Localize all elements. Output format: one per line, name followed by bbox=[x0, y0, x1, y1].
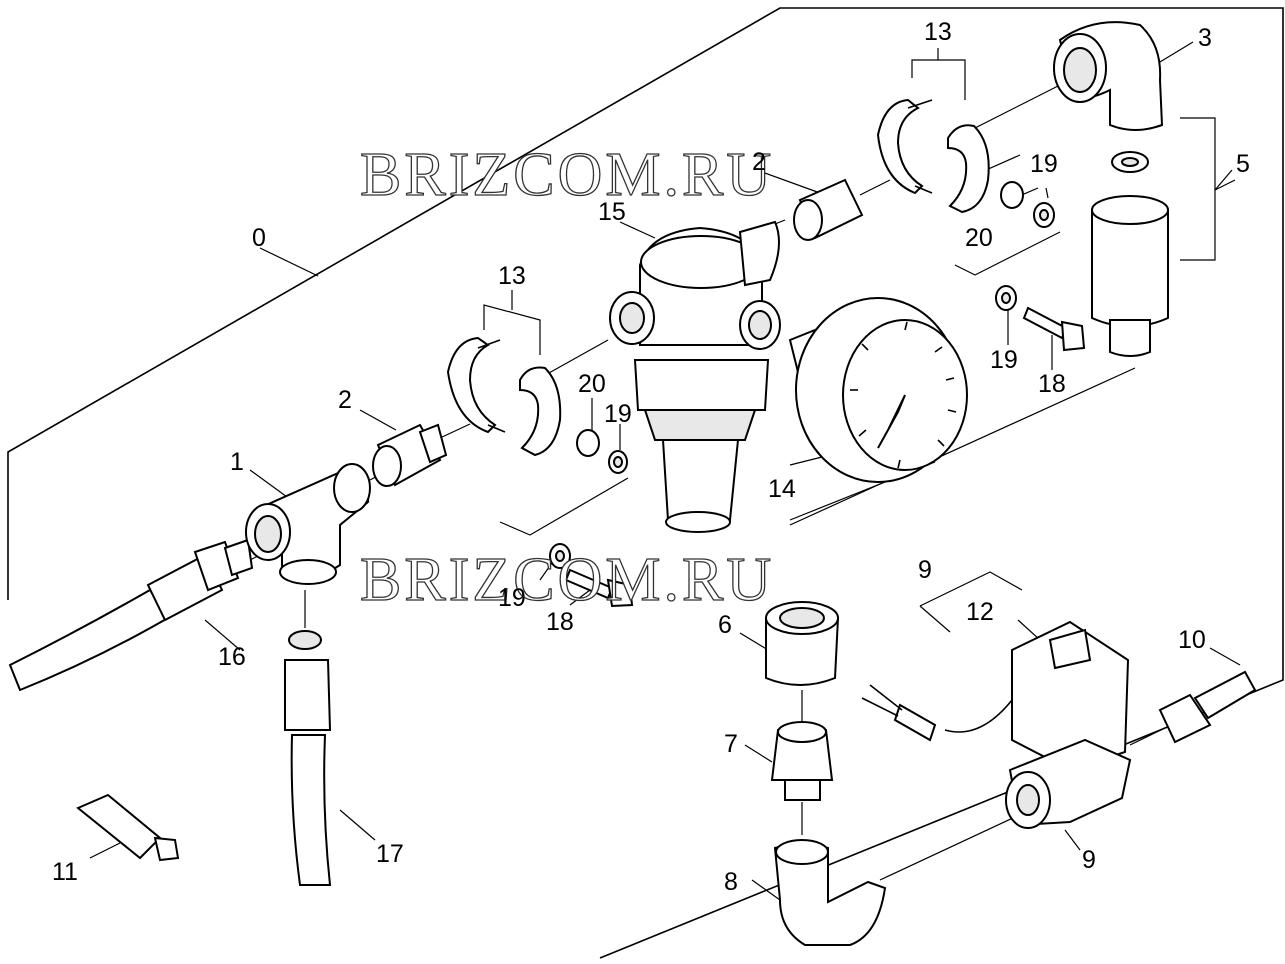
solenoid-coil-12 bbox=[861, 620, 1130, 772]
label-18-upper: 18 bbox=[1038, 370, 1066, 398]
washers-upper bbox=[995, 181, 1055, 311]
label-1: 1 bbox=[230, 448, 244, 476]
solenoid-valve-9 bbox=[1005, 738, 1132, 829]
label-20-upper: 20 bbox=[965, 224, 993, 252]
label-12: 12 bbox=[966, 598, 994, 626]
label-0: 0 bbox=[252, 224, 266, 252]
label-15: 15 bbox=[598, 198, 626, 226]
label-19-upper-a: 19 bbox=[1030, 150, 1058, 178]
watermark-bottom: BRIZCOM.RU bbox=[360, 546, 774, 614]
label-13-lower: 13 bbox=[498, 262, 526, 290]
washers-lower bbox=[549, 429, 628, 569]
leader-lines bbox=[89, 41, 1241, 901]
label-13-upper: 13 bbox=[924, 18, 952, 46]
label-19-lower-a: 19 bbox=[604, 400, 632, 428]
label-9-lower: 9 bbox=[1082, 846, 1096, 874]
gauge-ticks bbox=[850, 321, 957, 469]
label-19-upper-b: 19 bbox=[990, 346, 1018, 374]
label-3: 3 bbox=[1198, 24, 1212, 52]
label-6: 6 bbox=[718, 611, 732, 639]
label-10: 10 bbox=[1178, 626, 1206, 654]
label-20-lower: 20 bbox=[578, 370, 606, 398]
elbow-8 bbox=[773, 839, 887, 946]
filter-housing-15 bbox=[609, 220, 781, 533]
bolt-18-upper bbox=[1022, 306, 1086, 352]
label-18-lower: 18 bbox=[546, 608, 574, 636]
fitting-7 bbox=[770, 721, 834, 801]
nipple-2-upper bbox=[793, 178, 864, 241]
watermark-top: BRIZCOM.RU bbox=[360, 141, 774, 209]
label-16: 16 bbox=[218, 643, 246, 671]
clamp-13-upper bbox=[876, 98, 990, 214]
hose-nipple-10 bbox=[1158, 670, 1257, 744]
tee-fitting-1 bbox=[245, 463, 371, 585]
hose-16 bbox=[8, 538, 254, 692]
nipple-2-lower bbox=[372, 423, 448, 487]
clamp-13-lower bbox=[446, 336, 562, 457]
part-labels: 0 1 2 2 3 5 6 7 8 9 9 10 11 12 13 13 14 … bbox=[52, 18, 1250, 896]
label-9-upper: 9 bbox=[918, 556, 932, 584]
label-5: 5 bbox=[1236, 150, 1250, 178]
label-14: 14 bbox=[768, 475, 796, 503]
label-19-lower-b: 19 bbox=[498, 584, 526, 612]
sleeve-6 bbox=[765, 601, 840, 686]
label-7: 7 bbox=[724, 730, 738, 758]
label-11: 11 bbox=[52, 858, 78, 886]
label-8: 8 bbox=[724, 868, 738, 896]
elbow-3 bbox=[1053, 21, 1164, 131]
grease-tube-11 bbox=[76, 793, 180, 862]
hose-17 bbox=[284, 630, 332, 886]
check-valve-5 bbox=[1091, 151, 1169, 357]
label-2-lower: 2 bbox=[338, 386, 352, 414]
label-17: 17 bbox=[376, 840, 404, 868]
label-2-upper: 2 bbox=[752, 148, 766, 176]
bolt-18-lower bbox=[564, 568, 634, 608]
pressure-gauge-14 bbox=[788, 297, 968, 483]
